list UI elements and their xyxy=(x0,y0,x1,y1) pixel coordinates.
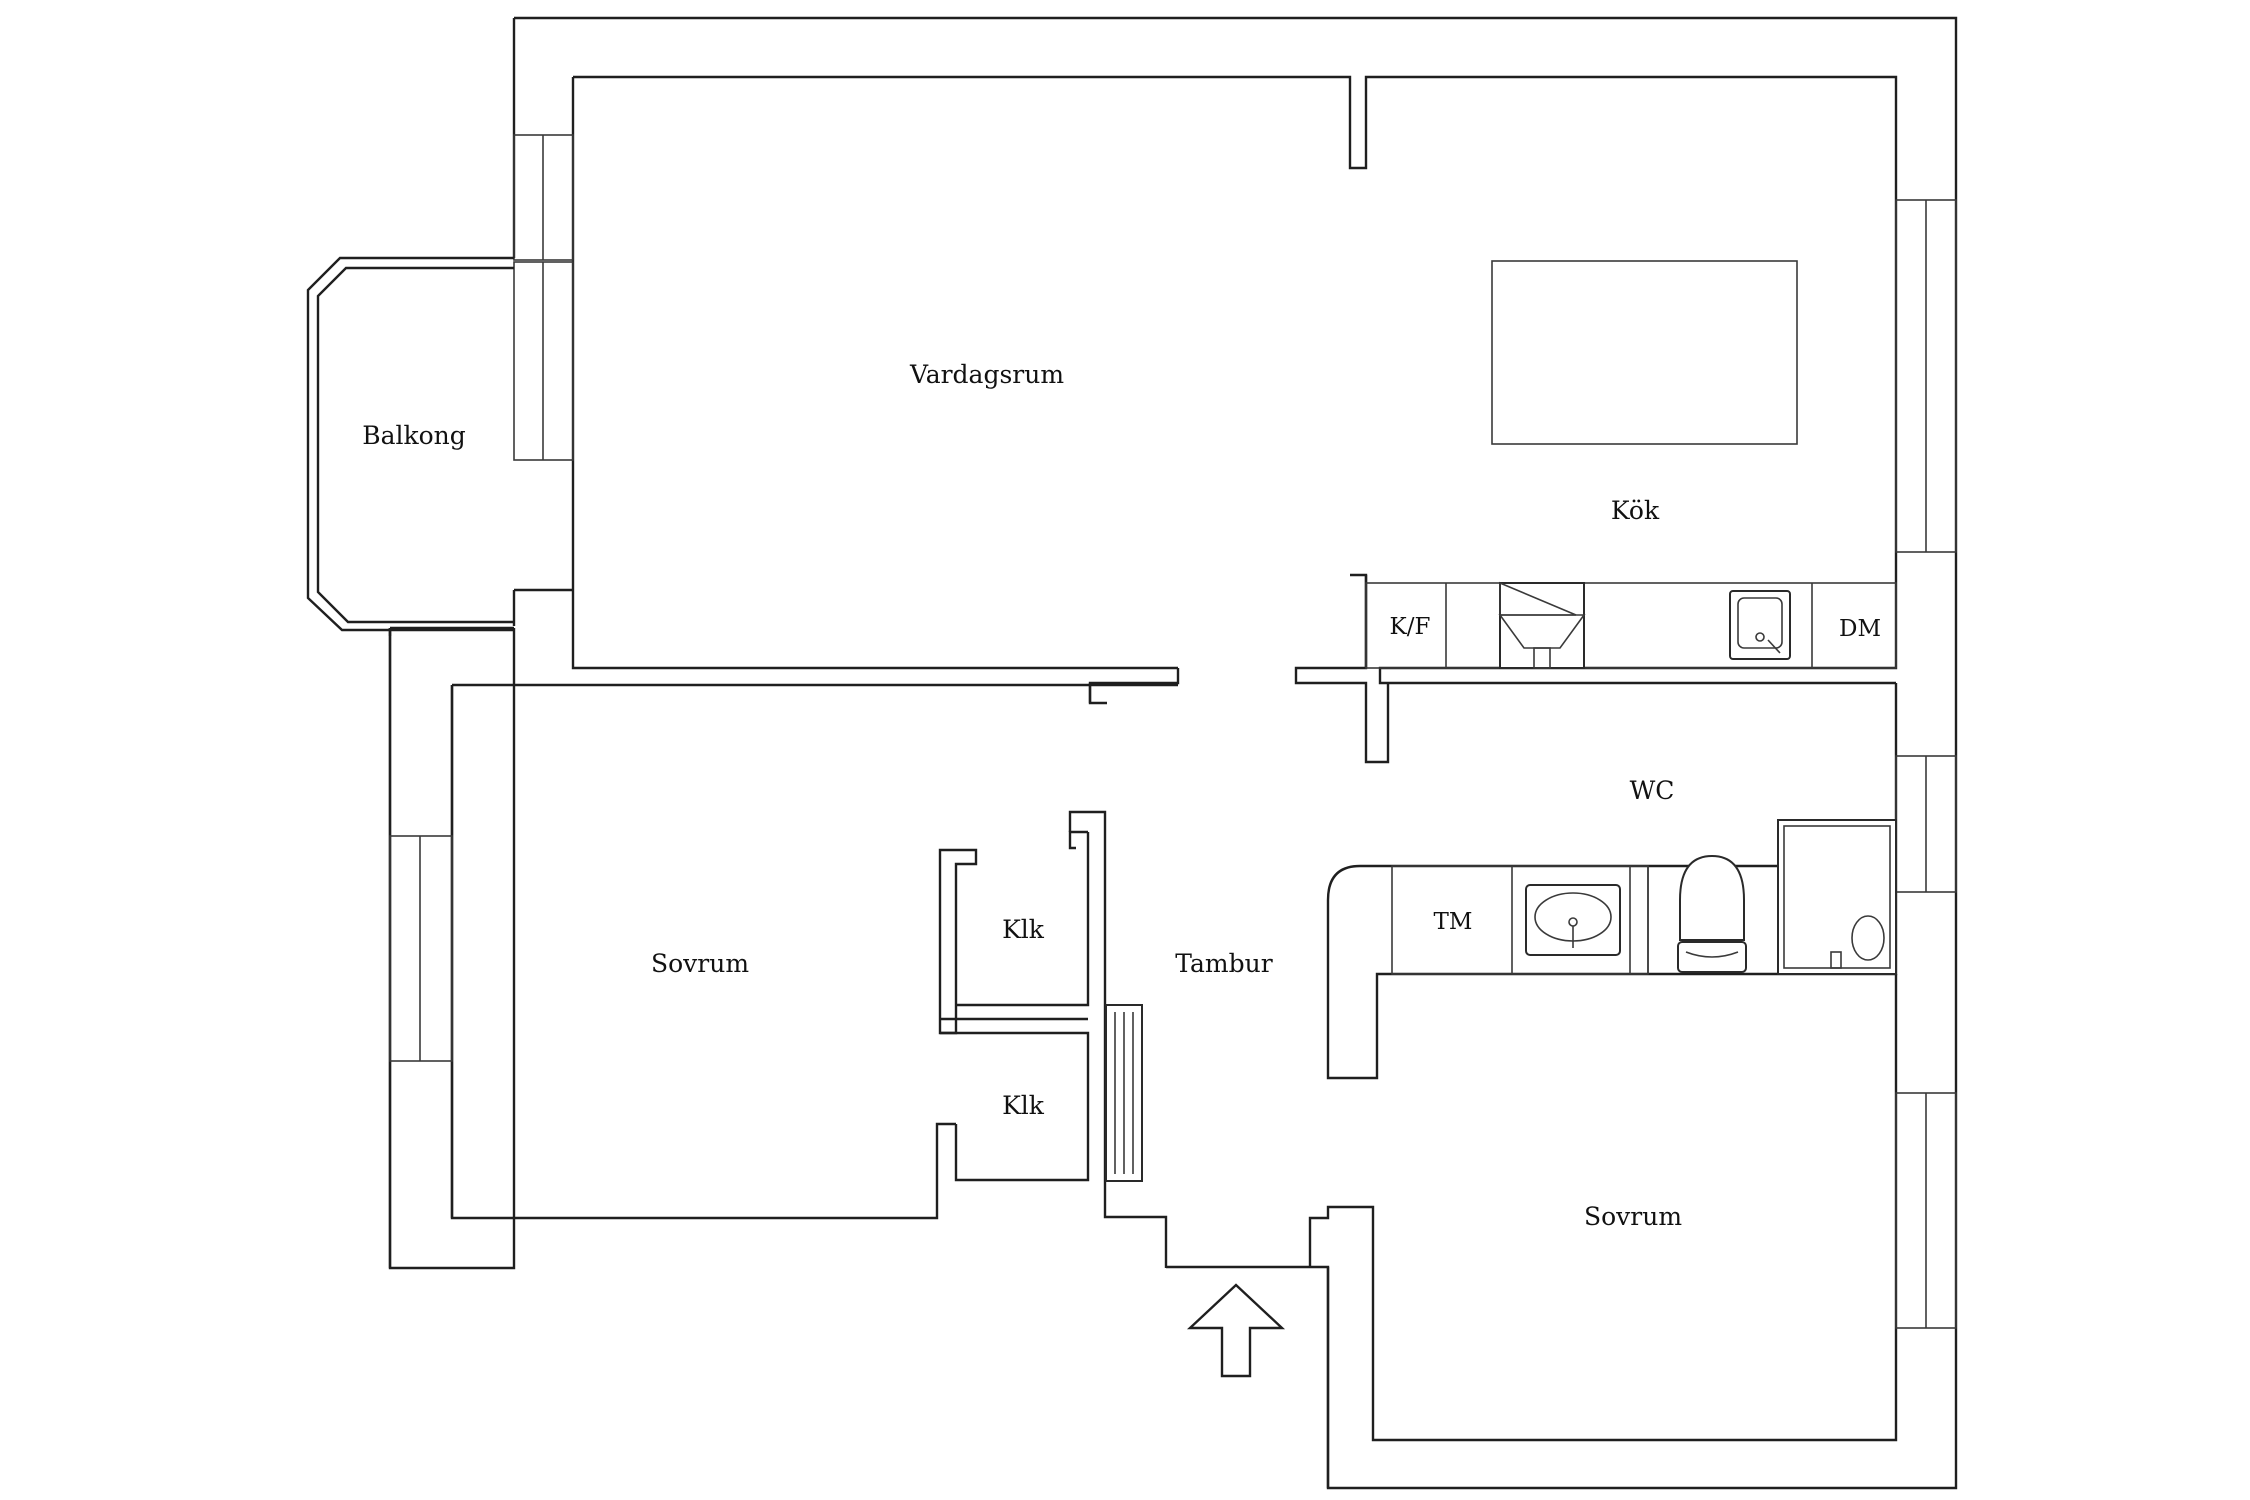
room-labels: Vardagsrum Balkong Kök K/F DM WC TM Sovr… xyxy=(362,360,1881,1231)
balcony xyxy=(306,256,514,632)
toilet-icon xyxy=(1677,854,1747,973)
label-sovrum-left: Sovrum xyxy=(651,949,749,978)
label-tambur: Tambur xyxy=(1175,949,1272,978)
label-dm: DM xyxy=(1839,616,1881,642)
label-balkong: Balkong xyxy=(362,421,466,450)
label-wc: WC xyxy=(1630,776,1675,805)
stove-icon xyxy=(1498,581,1586,669)
entrance-arrow-icon xyxy=(1186,1283,1286,1378)
washbasin-icon xyxy=(1525,884,1621,956)
windows xyxy=(389,134,1957,1329)
label-vardagsrum: Vardagsrum xyxy=(909,360,1064,389)
sink-icon xyxy=(1729,590,1791,660)
radiator-icon xyxy=(1105,1004,1143,1182)
label-kf: K/F xyxy=(1390,614,1431,640)
label-klk-bottom: Klk xyxy=(1002,1091,1045,1120)
label-sovrum-right: Sovrum xyxy=(1584,1202,1682,1231)
kitchen-walls xyxy=(1294,260,1897,764)
label-klk-top: Klk xyxy=(1002,915,1045,944)
shower-icon xyxy=(1777,819,1897,975)
label-kok: Kök xyxy=(1611,496,1660,525)
wc-room xyxy=(1391,819,1897,975)
outer-walls xyxy=(388,16,1958,1490)
closets xyxy=(938,810,1168,1268)
label-tm: TM xyxy=(1434,909,1473,935)
